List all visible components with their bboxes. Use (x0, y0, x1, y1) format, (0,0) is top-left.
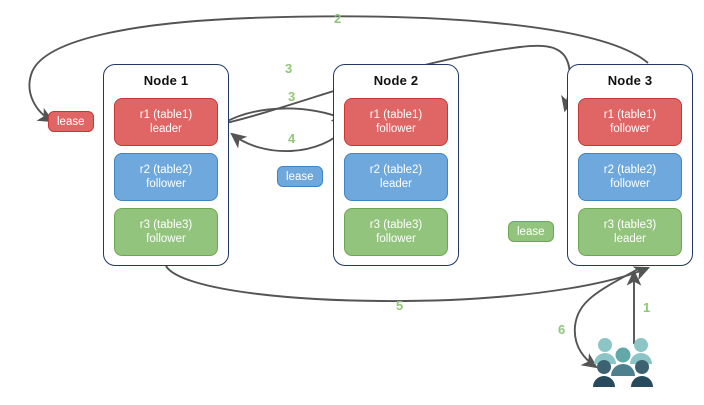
step-label-1: 1 (643, 300, 651, 315)
step-label-3-upper: 3 (285, 61, 293, 76)
arrow-step-3-to-node3 (221, 44, 576, 125)
node-title: Node 3 (607, 73, 653, 88)
node-title: Node 2 (373, 73, 419, 88)
users-icon (593, 338, 653, 387)
replica-name: r1 (table1) (369, 109, 423, 121)
replica-role: leader (380, 178, 412, 190)
replica-role: follower (376, 123, 416, 135)
replica-r3-node1[interactable]: r3 (table3) follower (114, 208, 218, 256)
replica-role: follower (146, 233, 186, 245)
replica-r2-node3[interactable]: r2 (table2) follower (578, 153, 682, 201)
replica-r1-node3[interactable]: r1 (table1) follower (578, 98, 682, 146)
lease-label: lease (57, 115, 85, 128)
replica-name: r1 (table1) (603, 109, 657, 121)
replica-name: r2 (table2) (369, 164, 423, 176)
node-title: Node 1 (143, 73, 189, 88)
step-label-2: 2 (334, 11, 342, 26)
replica-role: follower (610, 123, 650, 135)
step-label-4: 4 (288, 131, 296, 146)
replica-name: r3 (table3) (369, 219, 423, 231)
node-card-1[interactable]: Node 1 r1 (table1) leader r2 (table2) fo… (103, 64, 229, 266)
replica-r3-node3[interactable]: r3 (table3) leader (578, 208, 682, 256)
replica-role: follower (146, 178, 186, 190)
lease-badge-blue[interactable]: lease (277, 166, 323, 187)
arrow-step-6 (573, 267, 641, 369)
arrow-step-2 (28, 15, 649, 123)
replica-name: r2 (table2) (139, 164, 193, 176)
replica-role: follower (610, 178, 650, 190)
arrow-step-3-to-node2 (221, 107, 349, 125)
node-card-3[interactable]: Node 3 r1 (table1) follower r2 (table2) … (567, 64, 693, 266)
step-label-6: 6 (558, 322, 566, 337)
lease-badge-green[interactable]: lease (508, 221, 554, 242)
lease-label: lease (517, 225, 545, 238)
step-label-3-lower: 3 (288, 89, 296, 104)
lease-badge-red[interactable]: lease (48, 111, 94, 132)
replica-role: leader (150, 123, 182, 135)
replica-r2-node1[interactable]: r2 (table2) follower (114, 153, 218, 201)
replica-name: r3 (table3) (139, 219, 193, 231)
arrow-step-5 (165, 265, 651, 302)
step-label-5: 5 (396, 298, 404, 313)
replica-name: r1 (table1) (139, 109, 193, 121)
replica-r3-node2[interactable]: r3 (table3) follower (344, 208, 448, 256)
replica-r2-node2[interactable]: r2 (table2) leader (344, 153, 448, 201)
lease-label: lease (286, 170, 314, 183)
replica-r1-node2[interactable]: r1 (table1) follower (344, 98, 448, 146)
replica-name: r3 (table3) (603, 219, 657, 231)
node-card-2[interactable]: Node 2 r1 (table1) follower r2 (table2) … (333, 64, 459, 266)
replica-role: follower (376, 233, 416, 245)
replica-role: leader (614, 233, 646, 245)
replica-r1-node1[interactable]: r1 (table1) leader (114, 98, 218, 146)
replica-name: r2 (table2) (603, 164, 657, 176)
